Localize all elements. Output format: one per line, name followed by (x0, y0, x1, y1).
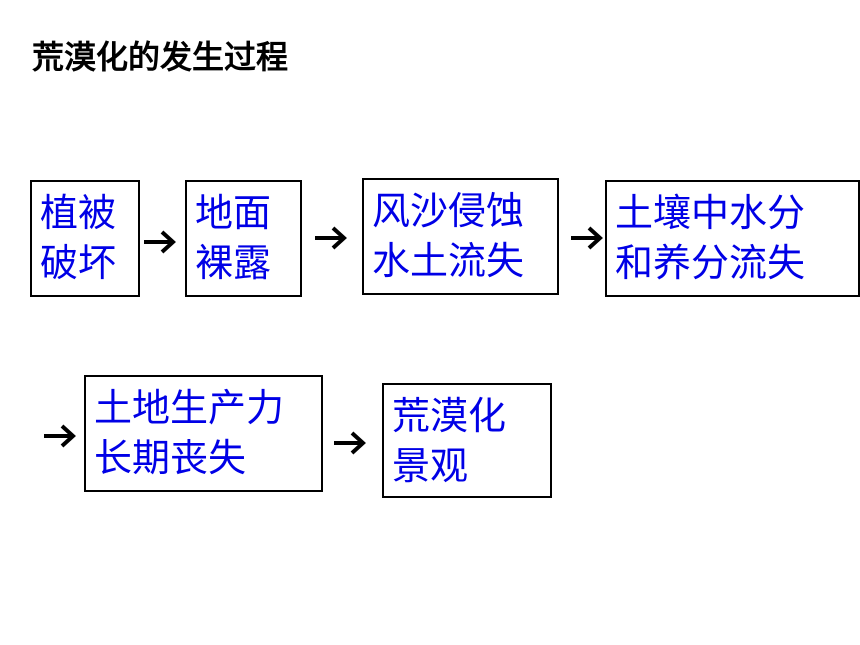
step-label-line2: 长期丧失 (94, 436, 247, 480)
step-label-line2: 和养分流失 (615, 241, 806, 285)
step-label-line2: 景观 (392, 444, 469, 488)
page-title: 荒漠化的发生过程 (32, 38, 289, 76)
step-box-productivity-loss: 土地生产力 长期丧失 (84, 375, 323, 492)
step-label-line2: 破坏 (40, 241, 117, 285)
step-label-line1: 土壤中水分 (615, 191, 806, 235)
step-box-wind-erosion: 风沙侵蚀 水土流失 (362, 178, 559, 295)
step-label-line2: 裸露 (195, 241, 272, 285)
right-arrow-icon (142, 229, 178, 255)
step-label-line1: 植被 (40, 191, 117, 235)
step-box-vegetation-damage: 植被 破坏 (30, 180, 140, 297)
right-arrow-icon (313, 225, 349, 251)
step-label-line1: 土地生产力 (94, 386, 285, 430)
right-arrow-icon (569, 225, 605, 251)
step-label-line1: 荒漠化 (392, 394, 507, 438)
right-arrow-icon (332, 430, 368, 456)
step-box-bare-ground: 地面 裸露 (185, 180, 302, 297)
step-label-line2: 水土流失 (372, 239, 525, 283)
step-box-desertification-landscape: 荒漠化 景观 (382, 383, 552, 498)
step-label-line1: 地面 (195, 191, 272, 235)
right-arrow-icon (42, 423, 78, 449)
step-box-soil-nutrient-loss: 土壤中水分 和养分流失 (605, 180, 860, 297)
step-label-line1: 风沙侵蚀 (372, 189, 525, 233)
